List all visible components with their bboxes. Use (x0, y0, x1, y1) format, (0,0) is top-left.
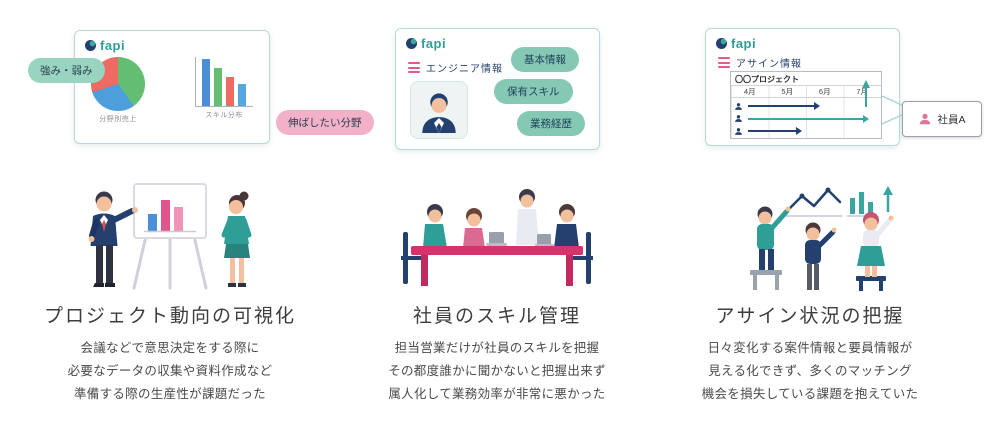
fapi-logo: fapi (85, 38, 125, 53)
feature-column-skill-management: fapi エンジニア情報 基本情報 保有スキル (347, 28, 647, 406)
employee-callout: 社員A (902, 101, 982, 137)
gantt-grid: 4月 5月 6月 7月 (731, 85, 881, 138)
description-line: 属人化して業務効率が非常に悪かった (388, 387, 606, 401)
feature-column-project-visibility: fapi 分野別売上 スキル分布 強み・弱み 伸ばしたい分野 (20, 28, 374, 406)
description-line: 担当営業だけが社員のスキルを把握 (394, 341, 600, 355)
engineer-avatar-box (410, 81, 468, 139)
description-line: 必要なデータの収集や資料作成など (67, 364, 273, 378)
fapi-logo: fapi (716, 36, 756, 51)
gantt-row (731, 113, 881, 126)
employee-icon (920, 113, 931, 125)
engineer-info-mockup-card: fapi エンジニア情報 基本情報 保有スキル (395, 28, 600, 150)
description-line: 会議などで意思決定をする際に (80, 341, 260, 355)
employee-callout-label: 社員A (937, 113, 966, 126)
menu-label: アサイン情報 (736, 59, 802, 70)
dashboard-mockup-area: fapi 分野別売上 スキル分布 強み・弱み 伸ばしたい分野 (20, 28, 374, 168)
member-icon (735, 102, 742, 110)
description-line: 見える化できず、多くのマッチング (708, 364, 912, 378)
assignment-arrow (748, 102, 820, 111)
description-line: 準備する際の生産性が課題だった (73, 387, 266, 401)
assign-mockup-area: fapi アサイン情報 〇〇プロジェクト 4月 5月 6月 7月 (660, 28, 982, 168)
mini-bar (226, 76, 234, 106)
tag-basic-info: 基本情報 (511, 47, 579, 72)
fapi-logo: fapi (406, 36, 446, 51)
tag-work-history: 業務経歴 (517, 111, 585, 136)
description-line: その都度誰かに聞かないと把握出来ず (388, 364, 606, 378)
project-title: 〇〇プロジェクト (735, 75, 799, 84)
fapi-logo-icon (716, 38, 727, 49)
dashboard-mockup-card: fapi 分野別売上 スキル分布 (74, 30, 270, 144)
member-icon (735, 127, 742, 135)
month-label: 5月 (781, 87, 794, 96)
assign-info-mockup-card: fapi アサイン情報 〇〇プロジェクト 4月 5月 6月 7月 (705, 28, 982, 146)
mockup-menu-row: アサイン情報 (718, 55, 802, 70)
mini-bar (214, 67, 222, 106)
project-gantt-panel: 〇〇プロジェクト 4月 5月 6月 7月 (730, 71, 882, 139)
month-label: 4月 (743, 87, 756, 96)
fapi-logo-text: fapi (731, 36, 757, 51)
month-label: 6月 (818, 87, 831, 96)
strengths-weaknesses-bubble: 強み・弱み (28, 58, 105, 83)
fapi-logo-text: fapi (421, 36, 447, 51)
tag-skills: 保有スキル (494, 79, 573, 104)
gantt-row (731, 125, 881, 138)
assignment-arrow (748, 114, 869, 123)
month-label: 7月 (856, 87, 869, 96)
mini-bar (202, 59, 210, 106)
fapi-logo-icon (85, 40, 96, 51)
mini-bar (238, 83, 246, 106)
engineer-mockup-area: fapi エンジニア情報 基本情報 保有スキル (347, 28, 647, 168)
fapi-logo-text: fapi (100, 38, 126, 53)
description-line: 機会を損失している課題を抱えていた (701, 387, 919, 401)
trend-up-arrow-icon (862, 80, 870, 107)
feature-column-assignment-status: fapi アサイン情報 〇〇プロジェクト 4月 5月 6月 7月 (660, 28, 982, 406)
analytics-wall-illustration (750, 186, 894, 291)
assignment-arrow (748, 127, 802, 136)
feature-description-project: 会議などで意思決定をする際に 必要なデータの収集や資料作成など 準備する際の生産… (20, 337, 320, 406)
presentation-illustration (88, 183, 252, 290)
pie-chart-caption: 分野別売上 (99, 116, 137, 123)
mockup-charts-row: 分野別売上 スキル分布 (75, 57, 269, 124)
hamburger-menu-icon (718, 57, 730, 68)
hamburger-menu-icon (408, 62, 420, 73)
growth-area-bubble: 伸ばしたい分野 (276, 110, 374, 135)
gantt-row (731, 100, 881, 113)
feature-heading-skill: 社員のスキル管理 (412, 306, 581, 327)
feature-heading-project: プロジェクト動向の可視化 (43, 306, 296, 327)
meeting-illustration (401, 189, 593, 286)
bar-chart-block: スキル分布 (195, 57, 253, 124)
mockup-menu-row: エンジニア情報 (408, 60, 503, 75)
feature-description-assignment: 日々変化する案件情報と要員情報が 見える化できず、多くのマッチング 機会を損失し… (660, 337, 960, 406)
menu-label: エンジニア情報 (426, 64, 503, 75)
mini-bar-chart (195, 57, 253, 107)
bar-chart-caption: スキル分布 (205, 112, 243, 119)
description-line: 日々変化する案件情報と要員情報が (707, 341, 913, 355)
feature-heading-assignment: アサイン状況の把握 (715, 306, 905, 327)
callout-connector-lines (882, 95, 904, 125)
feature-description-skill: 担当営業だけが社員のスキルを把握 その都度誰かに聞かないと把握出来ず 属人化して… (347, 337, 647, 406)
fapi-logo-icon (406, 38, 417, 49)
member-icon (735, 115, 742, 123)
engineer-avatar-icon (422, 93, 456, 133)
gantt-month-header: 4月 5月 6月 7月 (731, 85, 881, 98)
gantt-rows (731, 98, 881, 138)
